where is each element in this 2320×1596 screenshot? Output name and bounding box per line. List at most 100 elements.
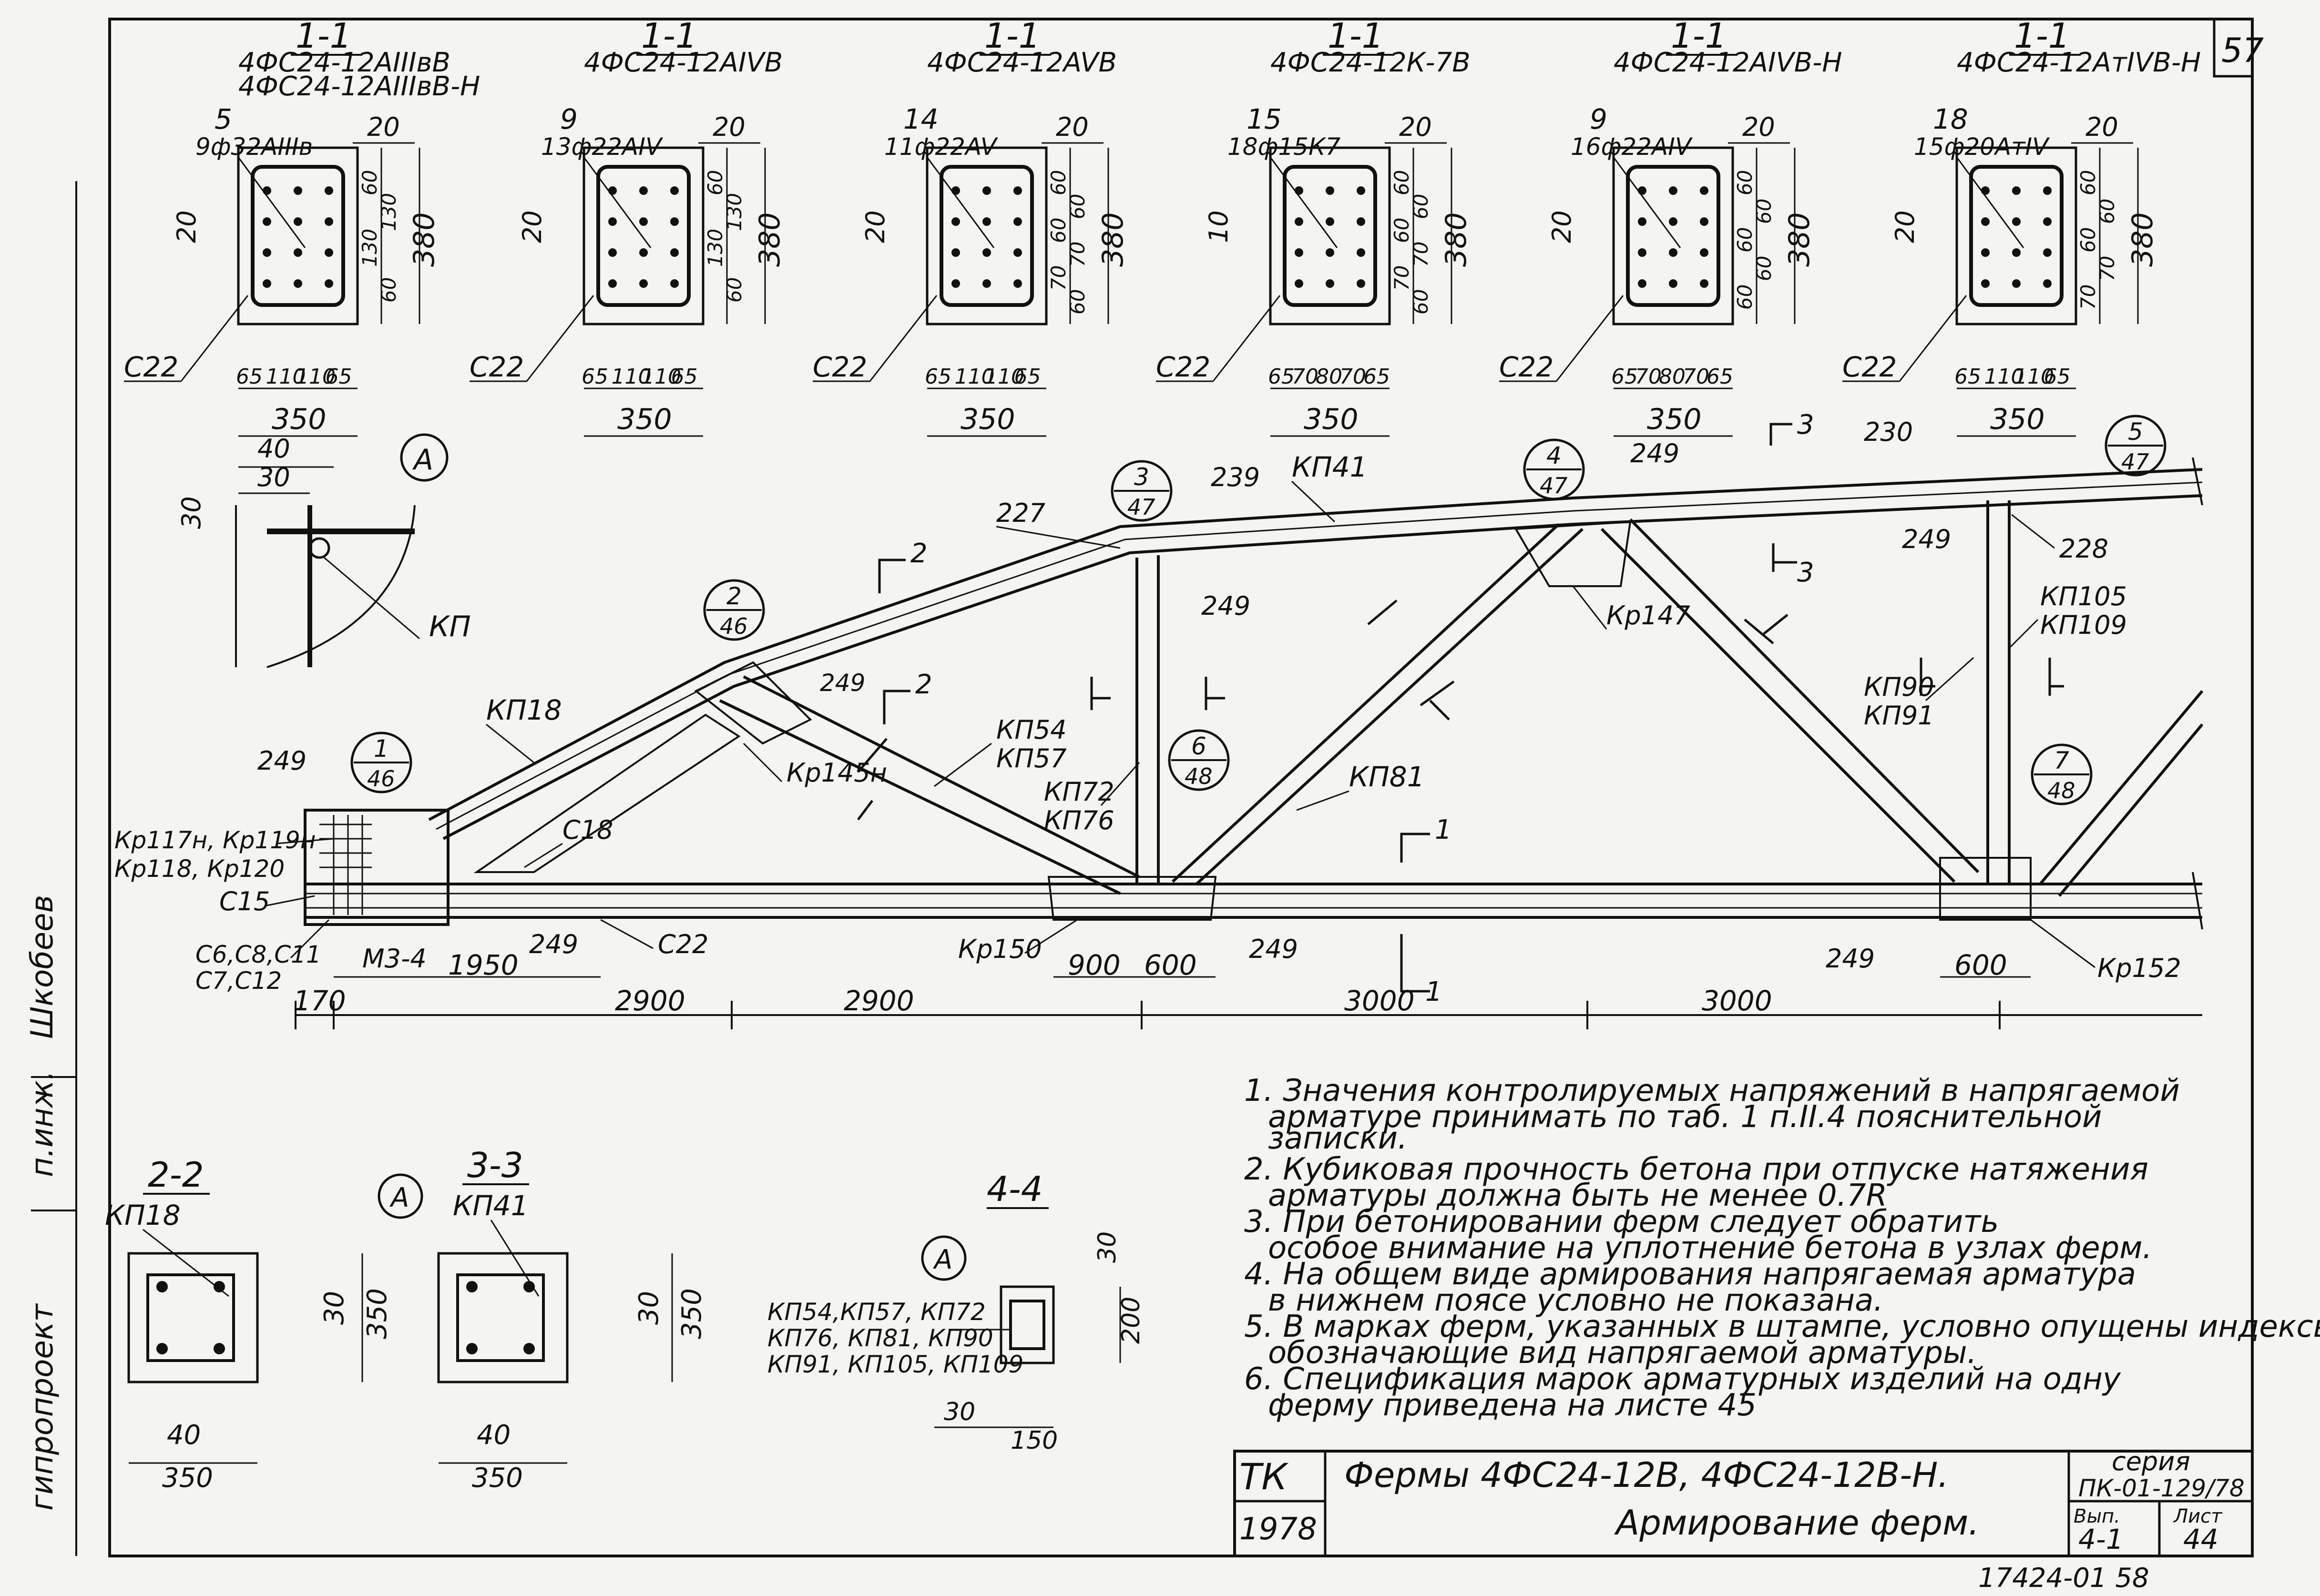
cross-section-top-count: 5 [215, 103, 232, 135]
label-249-d: 249 [1201, 591, 1250, 621]
cross-section-title: 1-1 [641, 16, 697, 56]
cross-section-strand [1700, 279, 1708, 288]
section-4-4-dim-200: 200 [1117, 1297, 1145, 1344]
cross-section-vdim: 130 [704, 229, 727, 267]
bottom-chord [305, 883, 2202, 919]
cross-section-strand [1326, 186, 1334, 195]
cross-section-hdim: 110 [296, 365, 336, 389]
cross-section-strand [263, 248, 271, 257]
bottom-code: 17424-01 58 [1978, 1563, 2149, 1594]
cut-4-e [857, 738, 888, 821]
node-callout-sheet: 47 [1127, 494, 1155, 520]
panel-left [473, 713, 741, 873]
section-2-2-bar-3 [156, 1343, 168, 1354]
cross-section-strand [951, 217, 960, 226]
cross-section-stirrup-leader [1212, 295, 1281, 382]
top-cross-sections: 1-14ФС24-12AIIIвВ4ФС24-12AIIIвВ-Н59ф32AI… [124, 16, 2201, 437]
cross-section-strand [1013, 217, 1022, 226]
section-4-4-dim-30b: 30 [944, 1398, 975, 1426]
section-3-3-bar-3 [466, 1343, 478, 1354]
cut-4-a [1090, 677, 1111, 710]
cross-section-vdim: 60 [1733, 227, 1757, 253]
cross-section-strand [670, 217, 679, 226]
cross-section-strand [2043, 217, 2052, 226]
cross-section-vdim: 70 [1047, 265, 1070, 291]
cross-section-vdim: 60 [1066, 194, 1089, 219]
cross-section-stirrup: С22 [124, 351, 178, 383]
cross-section-strand [951, 248, 960, 257]
node-callout-circle [2031, 743, 2093, 805]
leader-kp18 [486, 723, 534, 763]
node-callout-number: 5 [2128, 418, 2143, 446]
section-2-2-bar-2 [214, 1281, 225, 1292]
note-1a: 1. Значения контролируемых напряжений в … [1244, 1073, 2180, 1108]
cross-section-strand [670, 186, 679, 195]
section-2-2-dim-40: 40 [167, 1420, 201, 1451]
node-callout-circle [703, 579, 765, 641]
cross-section-strand [608, 217, 617, 226]
cross-section-strand [1357, 248, 1365, 257]
cut-2-lower [883, 690, 910, 724]
stamp-series: ПК-01-129/78 [2078, 1474, 2245, 1502]
cross-section-strand [982, 248, 991, 257]
leader-c22 [600, 919, 654, 949]
cross-section-outline [1612, 146, 1734, 325]
section-3-3-dim-40: 40 [477, 1420, 511, 1451]
stamp-sheet-label: Лист [2173, 1505, 2223, 1527]
section-2-2-bar-4 [214, 1343, 225, 1354]
section-3-3-marker [378, 1173, 423, 1219]
cross-section-strand [1295, 217, 1303, 226]
leader-kp90 [1925, 657, 1974, 701]
cut-3-right-label: 3 [1797, 557, 1814, 588]
section-2-2-bar: КП18 [105, 1199, 181, 1231]
leader-kr117 [276, 838, 334, 844]
cross-section-strand [639, 279, 648, 288]
cross-section-outline [583, 146, 705, 325]
support-mesh [319, 815, 372, 915]
node-callout-number: 6 [1191, 732, 1206, 760]
cross-section-hdim: 70 [1339, 365, 1366, 389]
cross-section-stirrup-leader [1899, 295, 1967, 382]
cross-section-stirrup-leader [869, 295, 938, 382]
cross-section-mark: 4ФС24-12AIVВ-Н [1614, 47, 1842, 78]
label-c6: С6,С8,С11 [195, 941, 321, 968]
label-kp76: КП76 [1044, 805, 1114, 835]
label-kp72: КП72 [1044, 777, 1114, 807]
node-callout-number: 2 [726, 582, 742, 610]
cut-3-right [1772, 543, 1797, 572]
cross-section-side: 20 [517, 210, 547, 243]
cross-section-hdim: 65 [1611, 365, 1638, 389]
notes: 1. Значения контролируемых напряжений в … [1244, 1073, 2180, 1156]
cross-section-cover: 20 [1399, 112, 1432, 142]
cross-section-strand [2012, 217, 2021, 226]
node-callout-circle [1168, 729, 1230, 791]
dim-value: 1950 [448, 949, 519, 981]
cross-section-vdim: 60 [723, 277, 746, 303]
detail-a-bar [308, 537, 330, 559]
cut-2-upper-label: 2 [910, 538, 928, 569]
cross-section-hdim: 110 [1984, 365, 2024, 389]
cross-section-stirrup: С22 [1156, 351, 1210, 383]
truss-labels: КП18 КП41 КП54 КП57 КП72 КП76 КП81 КП90 … [114, 417, 2181, 995]
detail-a-dim-30b: 30 [176, 496, 206, 529]
cut-4-b [1205, 677, 1225, 710]
label-c22: С22 [658, 929, 708, 959]
section-3-3-title: 3-3 [467, 1145, 523, 1185]
label-kp109: КП109 [2040, 610, 2127, 640]
cross-section-strand [951, 186, 960, 195]
section-4-4-bars-3: КП91, КП105, КП109 [767, 1351, 1023, 1378]
section-2-2-bar-1 [156, 1281, 168, 1292]
leader-kp81 [1296, 790, 1349, 811]
cross-section-2: 1-14ФС24-12AIVВ913ф22AIV2020601301306038… [470, 16, 787, 437]
cross-section-width: 350 [617, 403, 672, 436]
cross-section-mark: 4ФС24-12К-7В [1270, 47, 1471, 78]
cross-section-hdim: 110 [984, 365, 1024, 389]
section-4-4-dim-30: 30 [1093, 1231, 1122, 1263]
cross-section-strand [294, 248, 302, 257]
left-label-2: п.инж. [25, 1070, 60, 1177]
sheet-number-box [2213, 18, 2254, 78]
cross-section-hdim: 65 [671, 365, 698, 389]
cross-section-vdim: 60 [1409, 289, 1432, 315]
cross-section-hdim: 65 [1707, 365, 1733, 389]
cut-2-lower-label: 2 [915, 669, 932, 700]
